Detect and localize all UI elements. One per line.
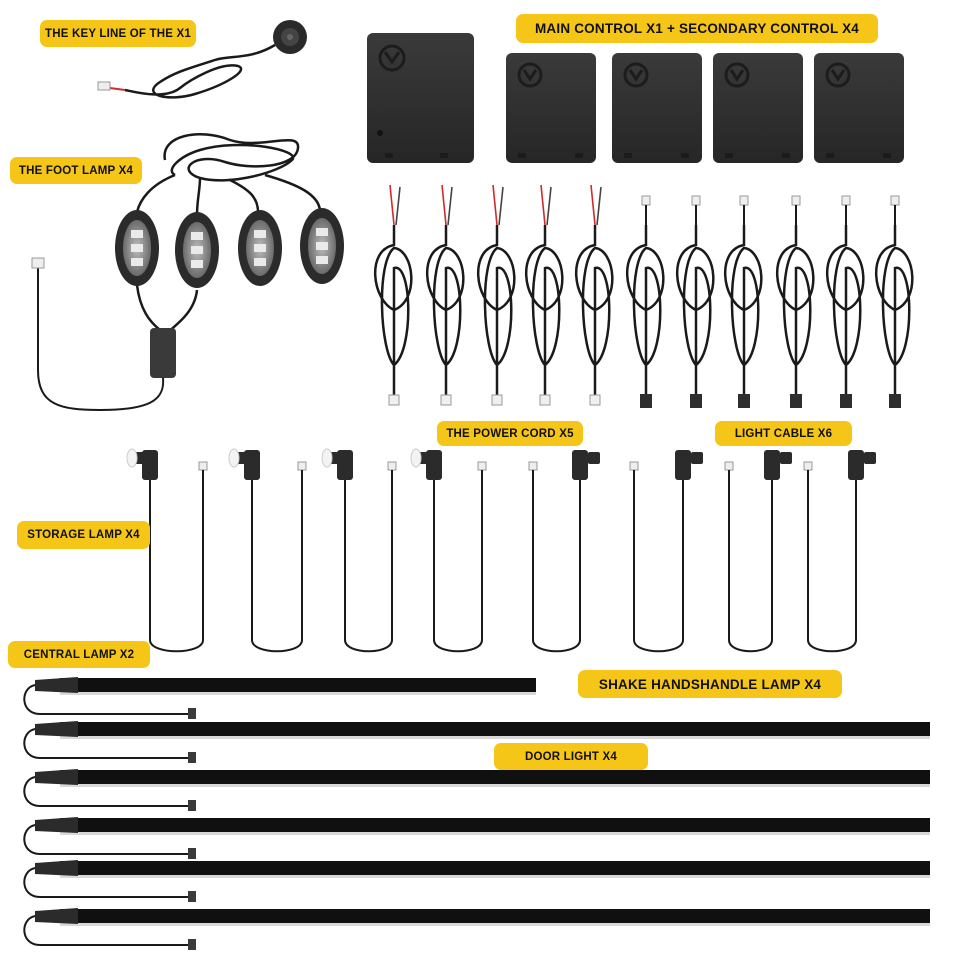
shake-handle-lamp-4 [803,450,876,653]
storage-lamp-4 [410,448,487,653]
power-cord-2 [425,184,465,406]
secondary-control-box-2 [612,53,702,163]
foot-lamp-1 [115,210,159,286]
storage-lamp-2 [228,448,307,653]
foot-lamp-4 [300,208,344,284]
foot-lamp-2 [175,212,219,288]
power-cord-4 [524,184,564,406]
brand-logo-icon [623,62,649,88]
brand-logo-icon [517,62,543,88]
light-cable-2 [675,195,715,408]
label-central-lamp: CENTRAL LAMP X2 [8,641,150,668]
cable-group [373,184,914,408]
shake-handle-lamp-1 [528,450,600,653]
junction-box [150,328,176,378]
storage-lamp-3 [321,448,397,653]
shake-handle-lamp-2 [629,450,703,653]
brand-logo-icon [724,62,750,88]
light-cable-1 [625,195,665,408]
key-line-cable [97,20,307,99]
secondary-control-box-4 [814,53,904,163]
light-cable-4 [775,195,815,408]
secondary-control-box-3 [713,53,803,163]
label-main-control: MAIN CONTROL X1 + SECONDARY CONTROL X4 [516,14,878,43]
central-lamp-strip-1 [23,677,536,719]
label-shake-handle-lamp: SHAKE HANDSHANDLE LAMP X4 [578,670,842,698]
label-door-light: DOOR LIGHT X4 [494,743,648,770]
light-cable-5 [825,195,865,408]
door-light-strip-4 [23,860,930,902]
brand-logo-icon [825,62,851,88]
brand-logo-icon [378,44,406,72]
door-light-strip-1 [23,721,930,763]
label-key-line: THE KEY LINE OF THE X1 [40,20,196,47]
label-power-cord: THE POWER CORD X5 [437,421,583,446]
plug-cable-group [126,448,876,653]
power-cord-5 [574,184,614,406]
shake-handle-lamp-3 [724,450,792,653]
light-cable-3 [723,195,763,408]
door-light-strip-3 [23,817,930,859]
label-foot-lamp: THE FOOT LAMP X4 [10,157,142,184]
foot-lamp-3 [238,210,282,286]
door-light-strip-5 [23,908,930,950]
foot-lamp-group [31,133,344,412]
power-cord-3 [476,184,516,406]
label-light-cable: LIGHT CABLE X6 [715,421,852,446]
power-cord-1 [373,184,413,406]
main-control-box [367,33,474,163]
door-light-strip-2 [23,769,930,811]
label-storage-lamp: STORAGE LAMP X4 [17,521,150,549]
storage-lamp-1 [126,448,208,653]
light-strip-group [23,677,930,950]
light-cable-6 [874,195,914,408]
secondary-control-box-1 [506,53,596,163]
